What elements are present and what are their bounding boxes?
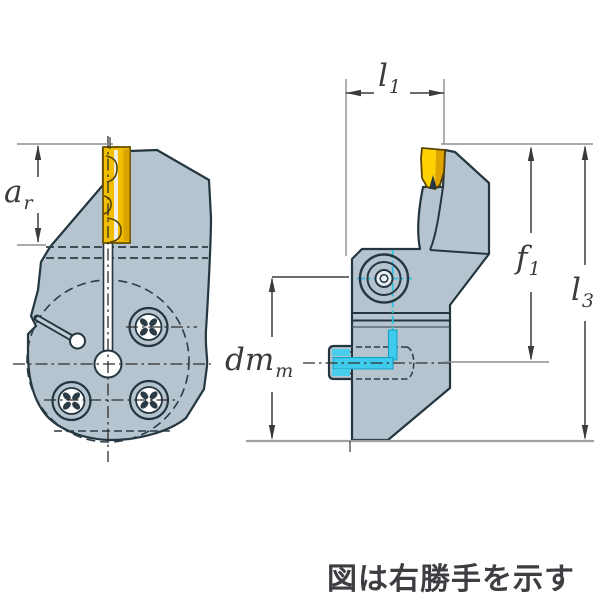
blade-edge xyxy=(429,186,444,251)
clamp-screw-boss xyxy=(358,253,410,304)
extension-ticks xyxy=(109,137,351,452)
front-centerlines xyxy=(13,136,211,462)
l3-subscript: 3 xyxy=(581,290,595,312)
front-view xyxy=(13,136,213,462)
dimension-label-l3: l3 xyxy=(571,272,594,311)
shoulder-edge xyxy=(429,249,489,255)
dmm-subscript: m xyxy=(275,360,294,382)
front-body xyxy=(26,146,213,442)
dmm-symbol: dm xyxy=(225,342,275,378)
side-insert xyxy=(420,147,446,190)
reference-lines xyxy=(17,79,593,363)
screw-bottom-left xyxy=(51,380,92,422)
side-view xyxy=(303,147,491,442)
l1-subscript: 1 xyxy=(388,76,402,98)
f1-subscript: 1 xyxy=(528,258,541,280)
screw-bottom-right xyxy=(128,379,170,421)
ar-symbol: a xyxy=(4,174,23,210)
front-insert xyxy=(102,146,131,244)
dimension-arrowheads xyxy=(34,89,589,440)
dimension-label-f1: f1 xyxy=(516,240,541,279)
hand-of-tool-caption: 図は右勝手を示す xyxy=(327,562,575,597)
coolant-bore-hidden xyxy=(356,346,415,380)
dimension-annotations xyxy=(17,79,594,452)
f1-symbol: f xyxy=(516,240,528,276)
dimension-label-ar: ar xyxy=(4,174,33,213)
dimension-label-dmm: dmm xyxy=(225,342,293,381)
clamp-pin xyxy=(33,314,86,350)
side-body xyxy=(327,148,491,442)
l3-symbol: l xyxy=(571,272,581,308)
insert-seat-notch xyxy=(429,175,437,189)
dimension-label-l1: l1 xyxy=(378,58,401,97)
l1-symbol: l xyxy=(378,58,388,94)
ar-subscript: r xyxy=(23,192,33,214)
